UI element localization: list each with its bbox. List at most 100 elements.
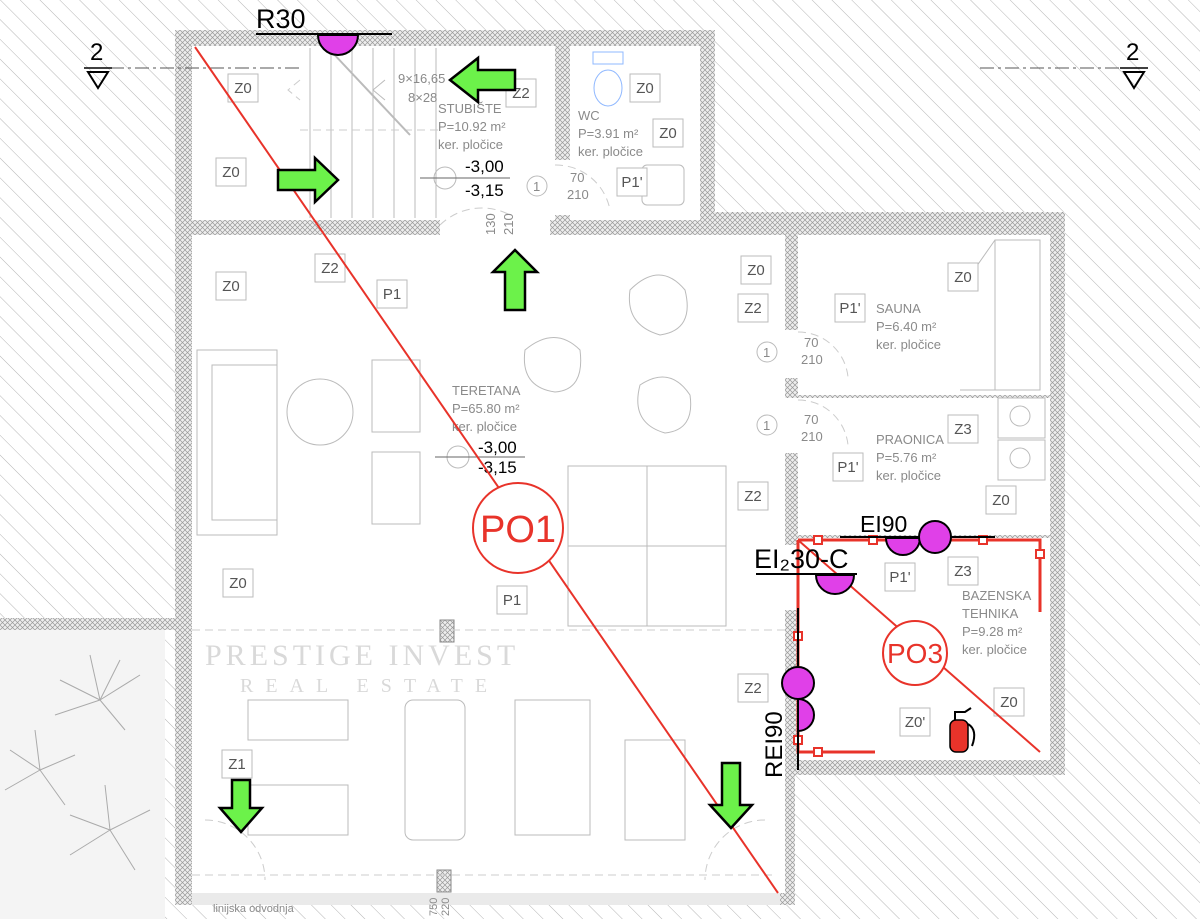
svg-text:130: 130 — [483, 213, 498, 235]
svg-text:TERETANA: TERETANA — [452, 383, 521, 398]
room-label-bazenska-tehnika: BAZENSKA TEHNIKA P=9.28 m² ker. pločice — [962, 588, 1032, 657]
finish-tag: P1 — [376, 279, 408, 309]
finish-tag: Z0 — [222, 568, 254, 598]
door-label: 1 70 210 — [756, 335, 823, 367]
finish-tag-label: Z3 — [954, 421, 972, 438]
svg-text:P=9.28 m²: P=9.28 m² — [962, 624, 1023, 639]
svg-text:8×28: 8×28 — [408, 90, 437, 105]
garden-area — [0, 630, 165, 919]
svg-text:P=10.92 m²: P=10.92 m² — [438, 119, 506, 134]
po1-label: PO1 — [472, 482, 564, 574]
svg-text:SAUNA: SAUNA — [876, 301, 921, 316]
finish-tag-label: P1 — [383, 286, 401, 303]
finish-tag-label: Z0 — [636, 80, 654, 97]
garden-border — [0, 618, 175, 630]
plant-icons — [4, 654, 151, 871]
finish-tag-label: Z0 — [222, 164, 240, 181]
svg-text:-3,00: -3,00 — [465, 157, 504, 176]
svg-text:2: 2 — [1126, 39, 1139, 66]
svg-text:P=5.76 m²: P=5.76 m² — [876, 450, 937, 465]
r30-rating: R30 — [256, 4, 392, 56]
gym-furniture — [192, 274, 785, 893]
washing-machines — [997, 397, 1046, 481]
finish-tag: Z2 — [505, 78, 537, 108]
ei2-30c-rating: EI₂30-C — [754, 544, 857, 595]
finish-tag: Z0 — [215, 271, 247, 301]
finish-tag: Z0 — [740, 255, 772, 285]
svg-text:70: 70 — [804, 335, 818, 350]
finish-tag: Z2 — [737, 481, 769, 511]
finish-tag: P1' — [834, 293, 866, 323]
svg-text:P=6.40 m²: P=6.40 m² — [876, 319, 937, 334]
room-label-wc: WC P=3.91 m² ker. pločice — [578, 108, 643, 159]
svg-text:750: 750 — [428, 898, 440, 916]
svg-text:BAZENSKA: BAZENSKA — [962, 588, 1032, 603]
finish-tag: P1 — [496, 585, 528, 615]
finish-tag: Z3 — [947, 556, 979, 586]
finish-tag: P1' — [832, 452, 864, 482]
bottom-dim-label: 750 220 — [428, 898, 452, 916]
finish-tag-label: P1' — [621, 174, 642, 191]
room-label-sauna: SAUNA P=6.40 m² ker. pločice — [876, 301, 941, 352]
toilet-icon — [592, 51, 624, 107]
svg-text:EI90: EI90 — [860, 511, 907, 537]
finish-tag-label: Z0 — [659, 125, 677, 142]
fire-extinguisher-icon — [949, 707, 976, 753]
svg-text:210: 210 — [801, 429, 823, 444]
exit-arrow-left — [447, 55, 517, 105]
exit-arrow-up — [489, 248, 541, 312]
svg-text:210: 210 — [801, 352, 823, 367]
svg-text:1: 1 — [763, 345, 770, 360]
finish-tag-label: Z0 — [954, 269, 972, 286]
section-mark-left: 2 — [84, 39, 300, 90]
room-label-teretana: TERETANA P=65.80 m² ker. pločice — [452, 383, 521, 434]
finish-tag: Z1 — [221, 749, 253, 779]
finish-tag: Z2 — [314, 253, 346, 283]
svg-text:220: 220 — [440, 898, 452, 916]
ei90-rating: EI90 — [840, 511, 995, 556]
svg-text:-3,15: -3,15 — [465, 181, 504, 200]
svg-text:ker. pločice: ker. pločice — [452, 419, 517, 434]
door-label: 1 70 210 — [756, 412, 823, 444]
finish-tag: Z0 — [993, 687, 1025, 717]
svg-text:TEHNIKA: TEHNIKA — [962, 606, 1019, 621]
exit-arrow-down — [217, 778, 265, 834]
watermark-line-2: REAL ESTATE — [240, 675, 499, 697]
svg-text:ker. pločice: ker. pločice — [578, 144, 643, 159]
svg-text:9×16,65: 9×16,65 — [398, 71, 445, 86]
finish-tag-label: P1' — [837, 459, 858, 476]
finish-tag-label: P1' — [889, 569, 910, 586]
finish-tag-label: Z0 — [1000, 694, 1018, 711]
finish-tag-label: Z0 — [992, 492, 1010, 509]
finish-tag: P1' — [884, 562, 916, 592]
po3-label: PO3 — [882, 620, 948, 686]
watermark-line-1: PRESTIGE INVEST — [205, 639, 519, 672]
finish-tag: Z0 — [227, 73, 259, 103]
finish-tag-label: Z0 — [747, 262, 765, 279]
svg-text:ker. pločice: ker. pločice — [876, 337, 941, 352]
finish-tag-label: Z0 — [222, 278, 240, 295]
finish-tag: Z0' — [899, 707, 931, 737]
finish-tag-label: Z0' — [905, 714, 926, 731]
svg-text:ker. pločice: ker. pločice — [876, 468, 941, 483]
svg-text:R30: R30 — [256, 4, 306, 34]
svg-text:PRAONICA: PRAONICA — [876, 432, 944, 447]
finish-tag: P1' — [616, 167, 648, 197]
finish-tag: Z0 — [629, 73, 661, 103]
door-arcs — [439, 164, 849, 446]
svg-text:1: 1 — [763, 418, 770, 433]
rei90-rating: REI90 — [761, 608, 815, 778]
finish-tag-label: Z2 — [512, 85, 530, 102]
svg-text:WC: WC — [578, 108, 600, 123]
section-mark-right: 2 — [980, 39, 1148, 90]
finish-tag-label: Z0 — [234, 80, 252, 97]
finish-tag: Z3 — [947, 414, 979, 444]
finish-tag: Z0 — [652, 118, 684, 148]
svg-text:REI90: REI90 — [761, 711, 788, 778]
finish-tag: Z2 — [737, 673, 769, 703]
finish-tag-label: P1' — [839, 300, 860, 317]
svg-text:PO1: PO1 — [480, 509, 556, 551]
svg-text:PO3: PO3 — [887, 638, 943, 669]
svg-text:-3,00: -3,00 — [478, 438, 517, 457]
